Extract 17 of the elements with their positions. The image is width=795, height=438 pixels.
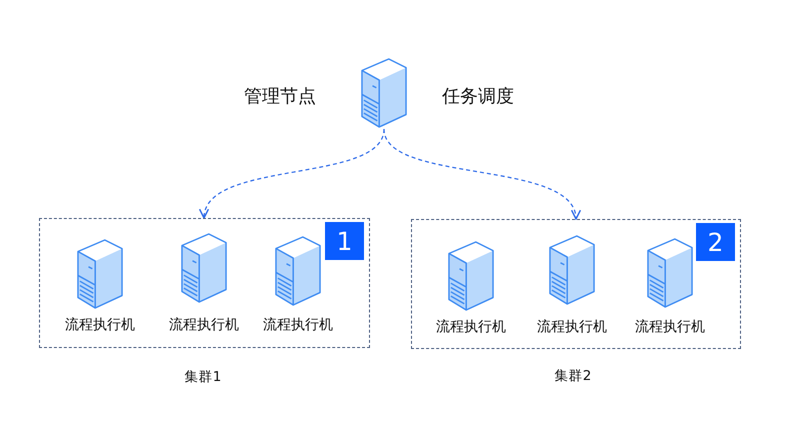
cluster-box bbox=[39, 218, 370, 348]
cluster-box bbox=[411, 219, 741, 349]
node-label: 流程执行机 bbox=[436, 319, 506, 336]
number-badge: 2 bbox=[696, 223, 735, 261]
node-label: 流程执行机 bbox=[169, 317, 239, 334]
node-caption: 集群2 bbox=[554, 368, 592, 385]
node-caption: 任务调度 bbox=[442, 85, 514, 108]
dashed-arrow bbox=[201, 128, 385, 219]
server-icon bbox=[361, 58, 407, 128]
node-label: 流程执行机 bbox=[65, 317, 135, 334]
node-label: 流程执行机 bbox=[537, 319, 607, 336]
node-label: 流程执行机 bbox=[635, 319, 705, 336]
node-caption: 集群1 bbox=[184, 369, 222, 386]
node-caption: 管理节点 bbox=[244, 85, 316, 108]
dashed-arrow bbox=[383, 128, 579, 220]
node-label: 流程执行机 bbox=[263, 317, 333, 334]
number-badge: 1 bbox=[325, 222, 364, 260]
